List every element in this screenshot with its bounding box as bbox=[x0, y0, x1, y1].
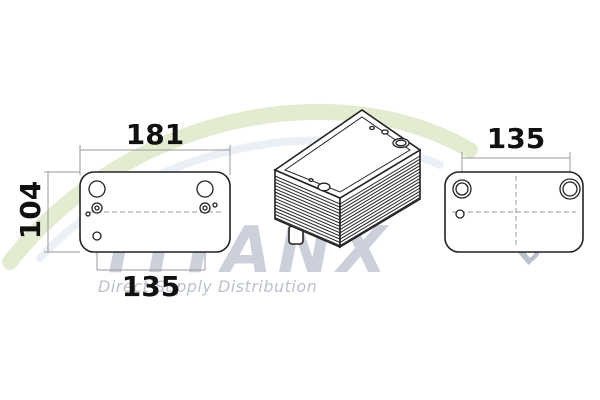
watermark-swoosh bbox=[2, 103, 478, 270]
iso-fin-line bbox=[274, 155, 421, 205]
iso-fin-line bbox=[274, 181, 421, 231]
watermark-tagline: Direct Supply Distribution bbox=[98, 277, 317, 296]
front-small-hole-bottom bbox=[92, 231, 102, 241]
side-view: 135 bbox=[444, 122, 584, 253]
side-small-hole bbox=[455, 209, 465, 219]
iso-port-small-1 bbox=[381, 129, 389, 135]
iso-fin-line bbox=[274, 165, 421, 215]
front-port-top-right bbox=[196, 180, 214, 198]
iso-port-small-2 bbox=[368, 125, 376, 131]
front-bolt-right-inner bbox=[202, 205, 208, 211]
front-small-hole-right bbox=[212, 202, 218, 208]
front-port-top-left bbox=[88, 180, 106, 198]
iso-fin-line bbox=[274, 161, 421, 211]
side-port-right-inner bbox=[562, 181, 578, 197]
iso-fin-line bbox=[274, 174, 421, 224]
iso-port-front-tiny bbox=[308, 178, 314, 182]
side-plate bbox=[444, 171, 584, 253]
isometric-view bbox=[273, 109, 422, 249]
side-width-label: 135 bbox=[487, 122, 545, 155]
front-bolt-left-inner bbox=[94, 205, 100, 211]
front-height-label: 104 bbox=[14, 181, 47, 239]
iso-fin-line bbox=[274, 193, 421, 243]
front-width-label: 181 bbox=[126, 118, 184, 151]
iso-fin-line bbox=[274, 158, 421, 208]
front-small-hole-left bbox=[85, 211, 91, 217]
iso-fin-line bbox=[274, 168, 421, 218]
iso-fin-line bbox=[274, 197, 421, 247]
iso-fin-line bbox=[274, 184, 421, 234]
iso-port-large-inner bbox=[395, 139, 407, 147]
front-view: 181 104 135 bbox=[14, 118, 231, 303]
iso-port-front bbox=[317, 182, 331, 192]
iso-fins bbox=[274, 155, 421, 247]
iso-fin-line bbox=[274, 171, 421, 221]
iso-fin-line bbox=[274, 187, 421, 237]
side-port-left-inner bbox=[455, 182, 469, 196]
iso-fin-line bbox=[274, 190, 421, 240]
front-spacing-label: 135 bbox=[122, 270, 180, 303]
iso-fin-line bbox=[274, 177, 421, 227]
